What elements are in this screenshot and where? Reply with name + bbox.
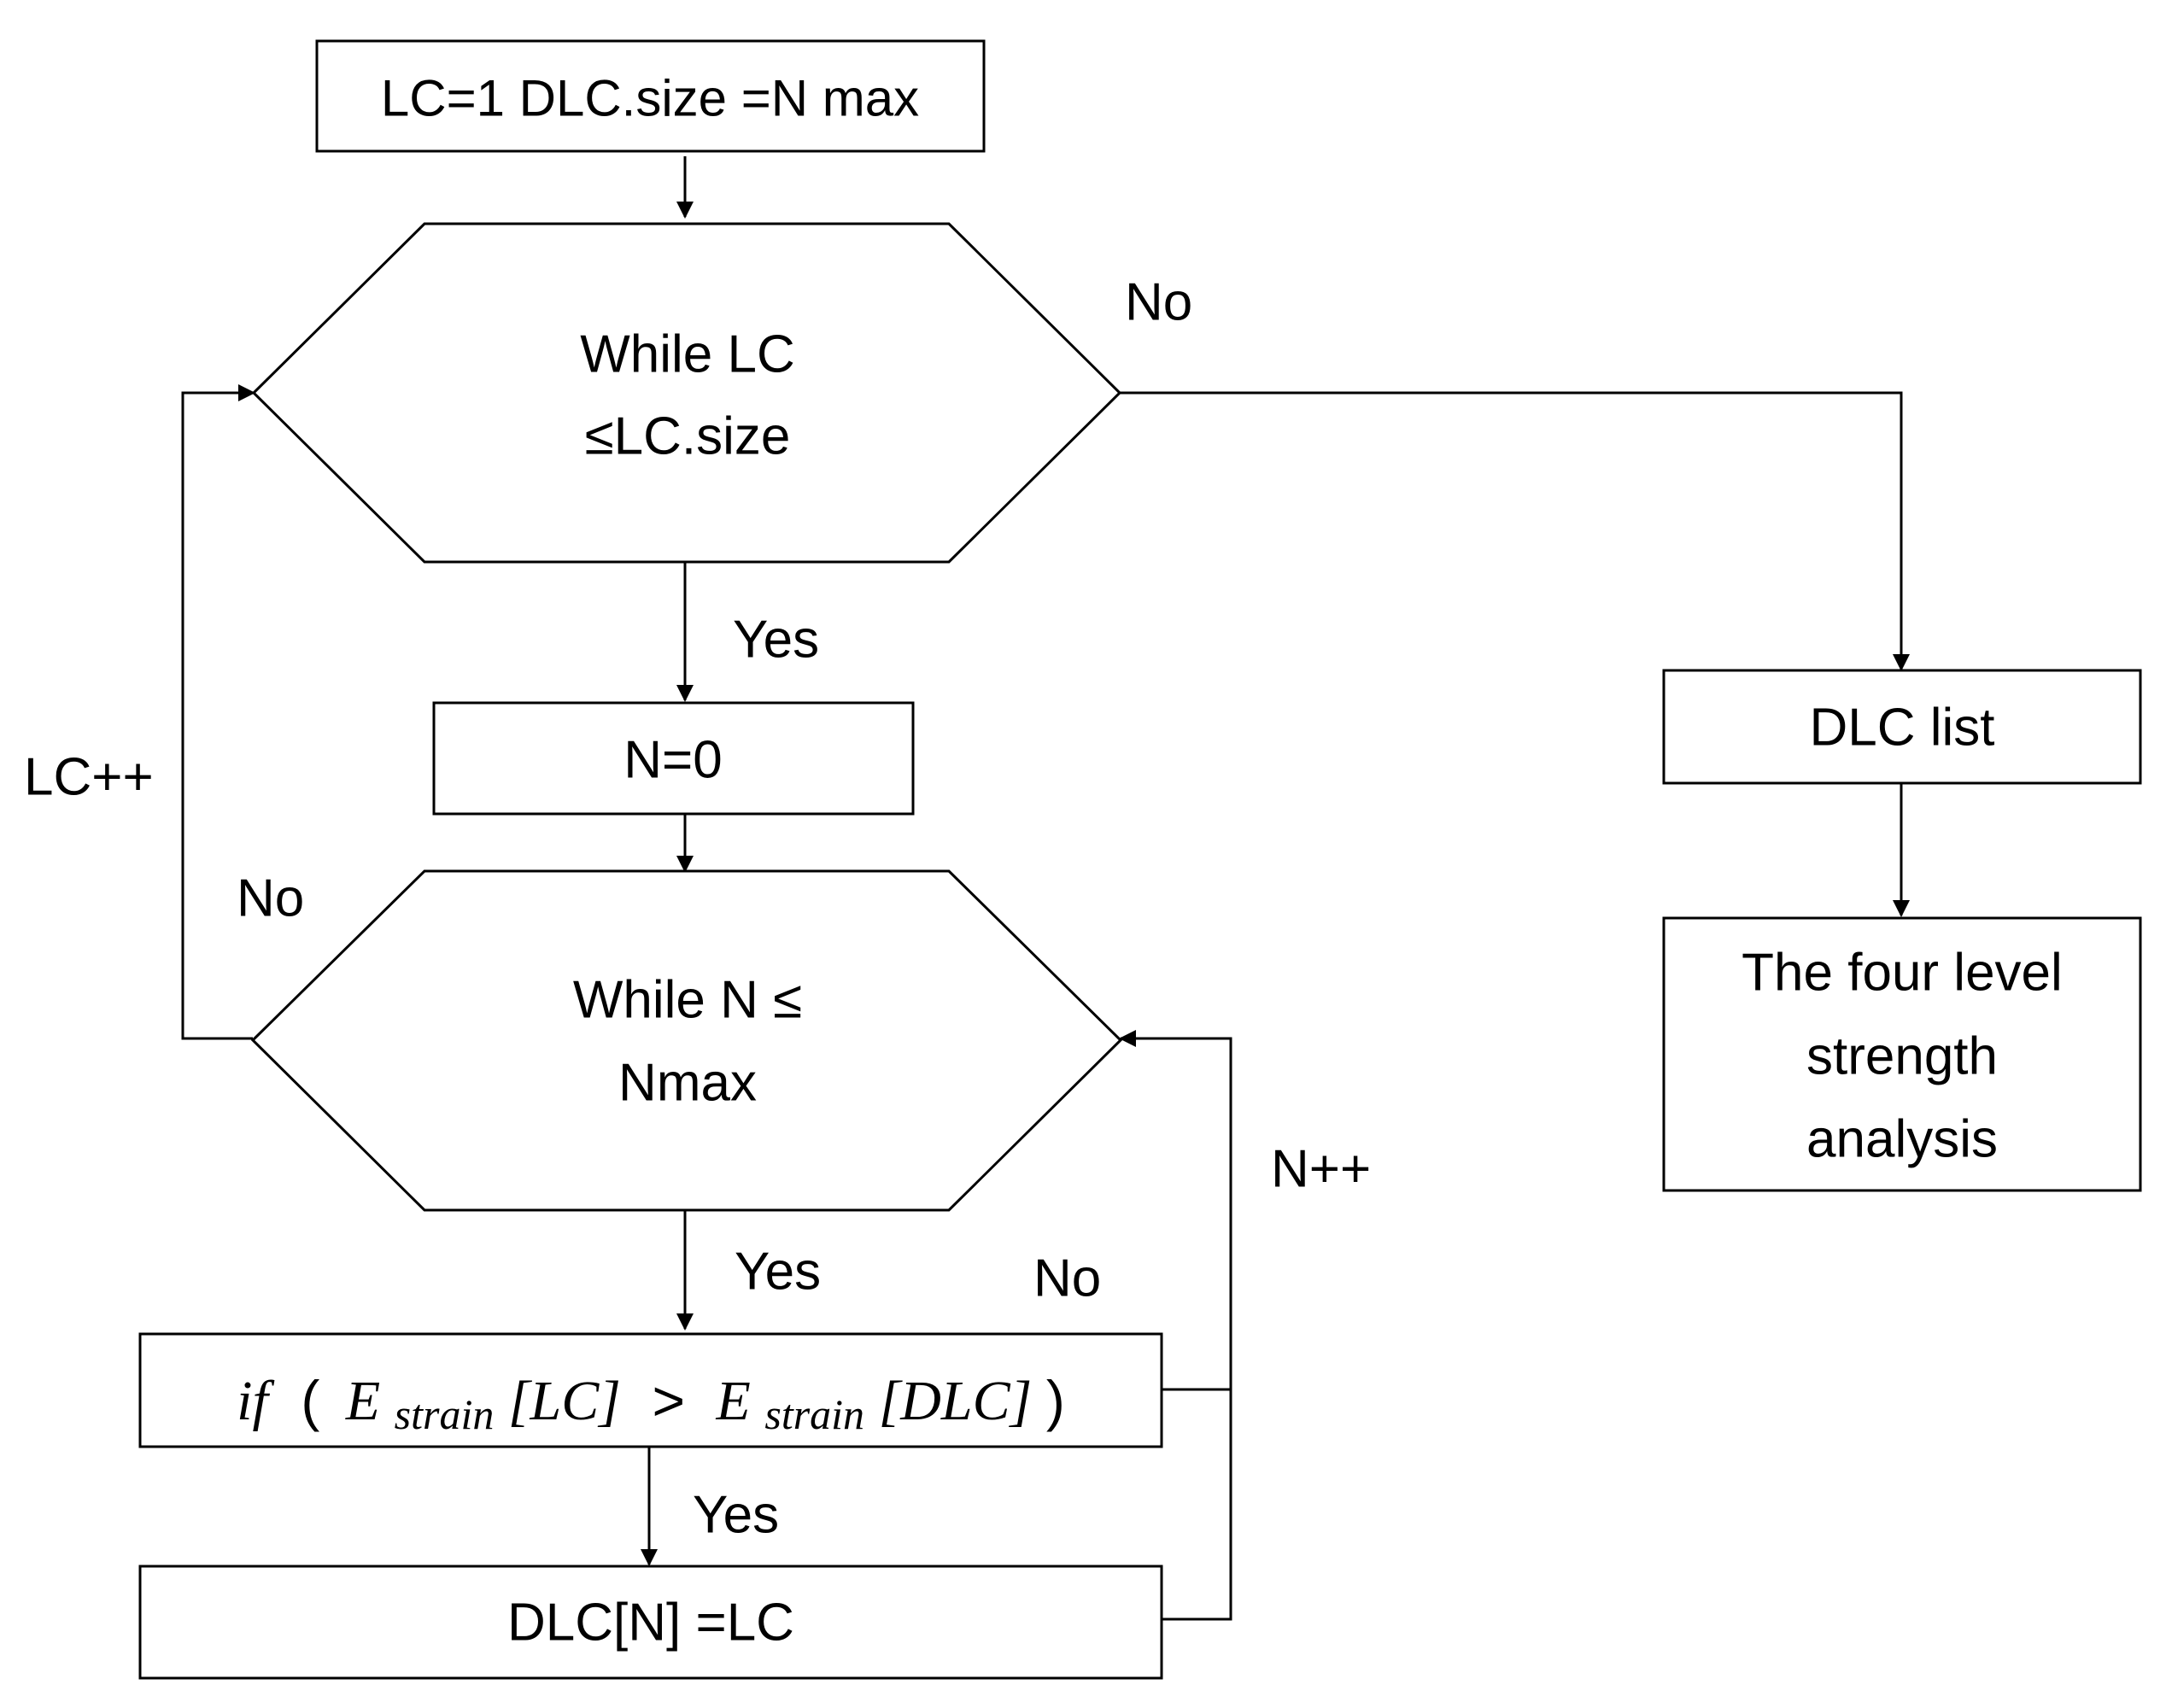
if-condition-formula: if ( E strain [LC] > E strain [DLC] ) (237, 1369, 1065, 1446)
if-open-paren: ( (301, 1369, 319, 1432)
while-lc-label-line2: ≤LC.size (585, 407, 791, 466)
label-n-increment: N++ (1271, 1140, 1371, 1199)
while-n-label-line2: Nmax (618, 1054, 757, 1113)
if-operator: > (652, 1369, 685, 1432)
assign-label: DLC[N] =LC (507, 1594, 794, 1652)
strength-label-line2: strength (1806, 1027, 1998, 1086)
if-idx1: [LC] (508, 1370, 621, 1432)
node-if-condition: if ( E strain [LC] > E strain [DLC] ) (138, 1332, 1163, 1448)
node-dlc-list: DLC list (1662, 669, 2142, 785)
if-sub2: strain (764, 1390, 864, 1438)
node-n-zero: N=0 (432, 701, 915, 816)
init-label: LC=1 DLC.size =N max (381, 70, 919, 127)
node-assign: DLC[N] =LC (138, 1565, 1163, 1680)
edge-if-no-loop (1119, 1030, 1232, 1391)
n-zero-label: N=0 (623, 731, 722, 790)
node-while-n: While N ≤ Nmax (250, 869, 1123, 1212)
edge-assign-to-loop (1162, 1389, 1232, 1621)
node-strength-analysis: The four level strength analysis (1662, 916, 2142, 1192)
label-n-no: No (237, 869, 304, 928)
if-idx2: [DLC] (879, 1370, 1033, 1432)
while-n-label-line1: While N ≤ (573, 971, 802, 1030)
label-lc-yes: Yes (733, 611, 819, 670)
edge-while-n-no-loop (181, 384, 255, 1040)
if-sub1: strain (395, 1390, 495, 1438)
label-n-yes: Yes (735, 1243, 821, 1301)
if-var1: E (345, 1370, 380, 1432)
while-lc-label-line1: While LC (580, 325, 795, 384)
node-while-lc: While LC ≤LC.size (251, 222, 1122, 564)
edge-labels: No Yes LC++ No Yes N++ No Yes (24, 273, 1371, 1545)
connectors (181, 156, 1910, 1621)
label-lc-no: No (1125, 273, 1192, 332)
strength-label-line3: analysis (1806, 1110, 1998, 1169)
edge-while-lc-no (1120, 391, 1910, 671)
if-keyword: if (237, 1370, 274, 1432)
label-if-no: No (1033, 1249, 1101, 1308)
dlc-list-label: DLC list (1809, 699, 1994, 757)
if-var2: E (716, 1370, 751, 1432)
label-lc-increment: LC++ (24, 748, 154, 807)
strength-label-line1: The four level (1742, 944, 2063, 1003)
if-close-paren: ) (1046, 1369, 1065, 1432)
label-if-yes: Yes (693, 1486, 779, 1545)
node-init: LC=1 DLC.size =N max (315, 39, 986, 153)
